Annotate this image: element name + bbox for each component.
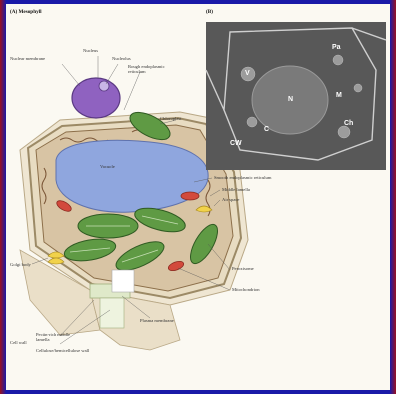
micro-label-cw: CW <box>230 140 242 147</box>
label-chloroplast: Chloroplast <box>160 116 181 121</box>
label-peroxisome: Peroxisome <box>232 266 254 271</box>
panel-b-title: (B) <box>206 10 213 15</box>
label-golgi-body: Golgi body <box>10 262 32 267</box>
micro-label-n: N <box>288 96 293 103</box>
label-smooth-er: Smooth endoplasmic reticulum <box>214 175 271 180</box>
label-cellulose-wall: Cellulose/hemicellulose wall <box>36 348 89 353</box>
label-rough-er: Rough endoplasmic reticulum <box>128 64 176 74</box>
label-mitochondrion: Mitochondrion <box>232 287 260 292</box>
label-vacuole: Vacuole <box>100 164 115 169</box>
micro-label-c: C <box>264 126 269 133</box>
label-middle-lamella: Middle lamella <box>222 187 250 192</box>
micro-label-v: V <box>245 70 250 77</box>
label-nucleolus: Nucleolus <box>112 56 131 61</box>
micro-label-m: M <box>336 92 342 99</box>
label-pectin-middle-lamella: Pectin-rich middle lamella <box>36 332 78 342</box>
micro-label-pa: Pa <box>332 44 341 51</box>
label-plasma-membrane: Plasma membrane <box>140 318 176 323</box>
label-cell-wall: Cell wall <box>10 340 27 345</box>
panel-a-title: (A) Mesophyll <box>10 10 42 15</box>
label-nuclear-membrane: Nuclear membrane <box>10 56 45 61</box>
micro-label-ch: Ch <box>344 120 353 127</box>
label-air-space: Air space <box>222 197 239 202</box>
label-nucleus: Nucleus <box>83 48 98 53</box>
